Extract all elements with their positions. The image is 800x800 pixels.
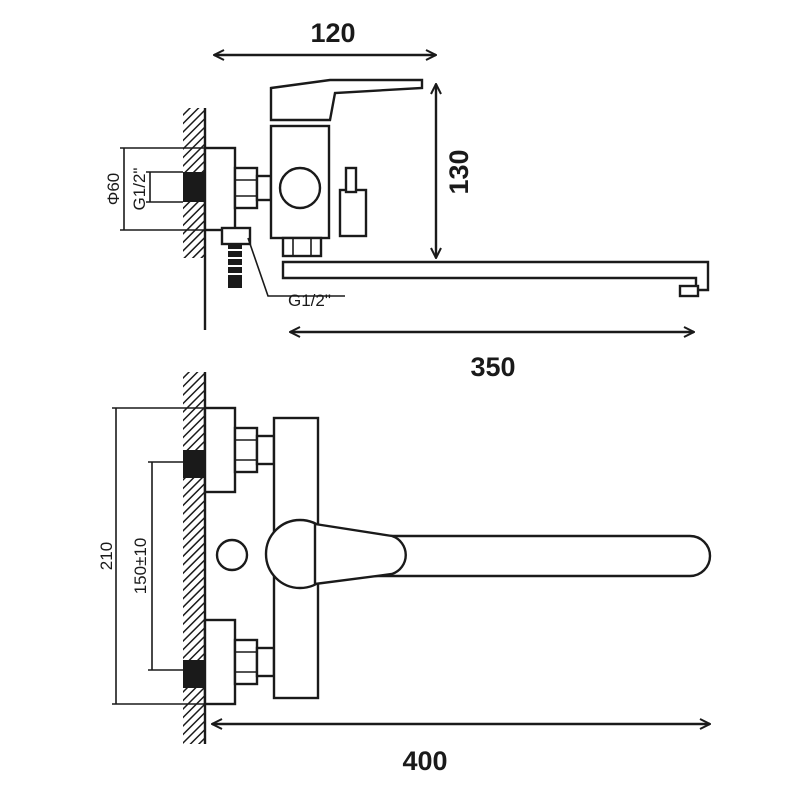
dim-text-150: 150±10: [131, 538, 150, 595]
side-view: G1/2" 120 130 350 Φ60 G1/2": [104, 18, 710, 382]
outlet-thread-leader: [247, 237, 345, 297]
outlet-thread-label: G1/2": [288, 291, 331, 310]
wall-flange: [203, 146, 237, 232]
spout-front: [328, 534, 712, 578]
lower-connector: [255, 646, 276, 678]
diverter-knob-front: [215, 538, 249, 572]
spout-side: [281, 260, 710, 292]
outlet-nut: [281, 236, 323, 258]
lever-handle-front: [313, 522, 407, 586]
dim-text-400: 400: [402, 746, 447, 776]
dim-text-350: 350: [470, 352, 515, 382]
dim-text-130: 130: [444, 149, 474, 194]
diverter-body: [338, 188, 368, 238]
front-view: 210 150±10 400: [97, 372, 712, 776]
dim-text-210: 210: [97, 542, 116, 570]
lower-nut: [233, 638, 259, 686]
upper-connector: [255, 434, 276, 466]
aerator: [678, 284, 700, 298]
dim-text-120: 120: [310, 18, 355, 48]
diverter-knob: [344, 166, 358, 194]
shower-outlet-nut: [220, 226, 252, 246]
upper-flange: [203, 406, 237, 494]
upper-nut: [233, 426, 259, 474]
lever-handle-side: [269, 78, 424, 122]
upper-inlet-stub: [183, 450, 205, 478]
mixer-cartridge-circle: [278, 166, 322, 210]
dim-text-inlet-thread: G1/2": [130, 168, 149, 211]
inlet-nut: [233, 166, 259, 210]
lower-flange: [203, 618, 237, 706]
inlet-stub: [183, 172, 205, 202]
wall-hatch-bottom: [183, 372, 205, 744]
lower-inlet-stub: [183, 660, 205, 688]
dim-text-phi60: Φ60: [104, 173, 123, 205]
inlet-connector: [255, 174, 273, 202]
